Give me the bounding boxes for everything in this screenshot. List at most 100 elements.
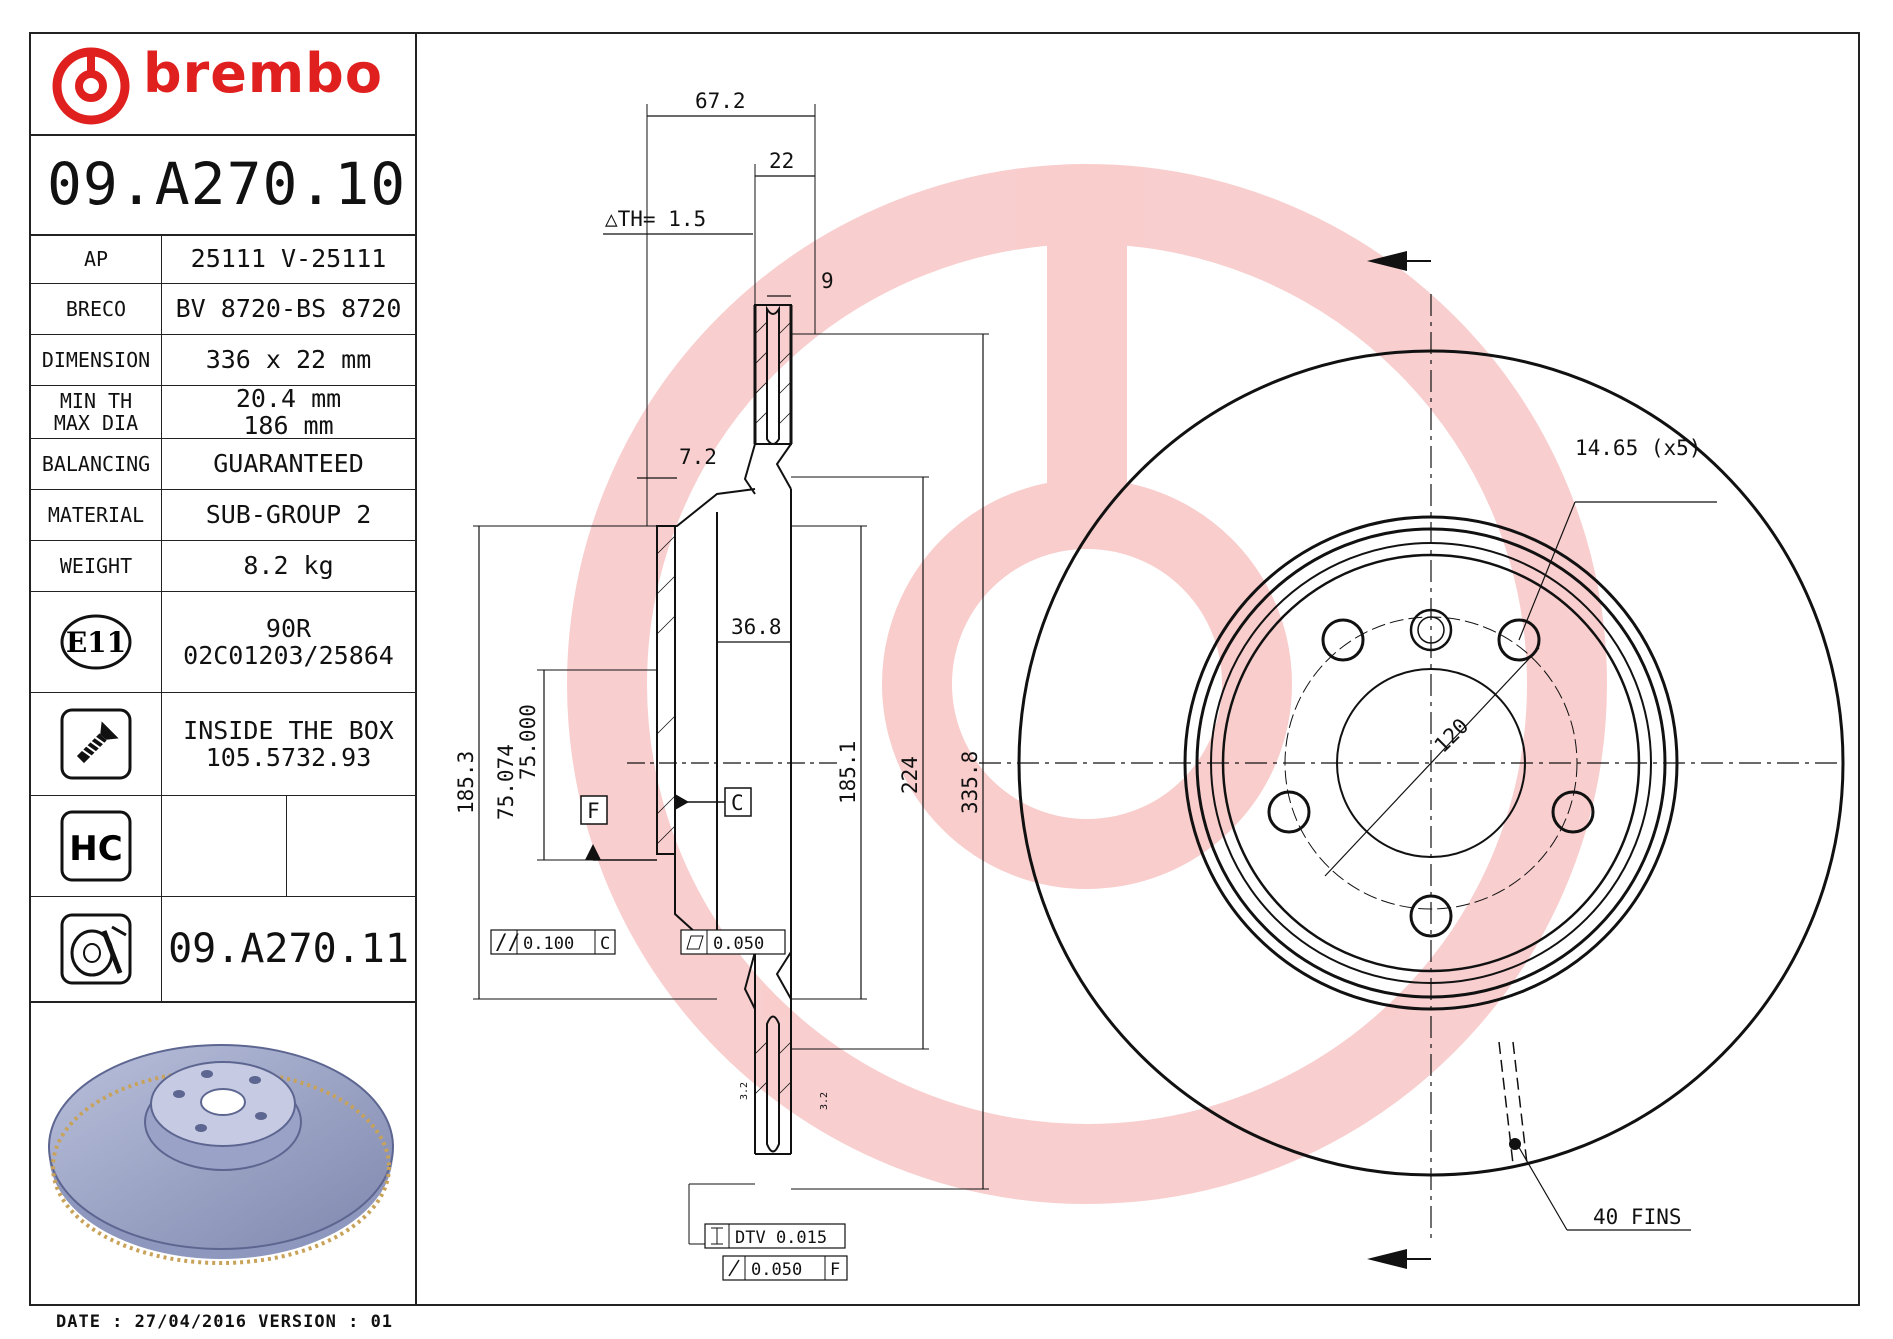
spec-value: BV 8720-BS 8720: [175, 294, 402, 324]
drawing-sheet: brembo 09.A270.10 AP 25111 V-25111 BRECO…: [29, 32, 1860, 1306]
dia-224-label: 224: [898, 756, 922, 794]
parallelism-frame: //: [490, 929, 616, 955]
spec-label: MATERIAL: [31, 490, 162, 540]
revision-footer: DATE : 27/04/2016 VERSION : 01: [56, 1312, 394, 1332]
dia-3358-label: 335.8: [958, 751, 982, 814]
spec-row-dimension: DIMENSION 336 x 22 mm: [31, 335, 415, 386]
datum-f-box: [580, 795, 608, 825]
disc-render-image: [48, 1044, 394, 1265]
bolt-hole-3: [1267, 790, 1311, 834]
datum-c-label: C: [731, 791, 744, 815]
svg-text:E11: E11: [66, 626, 126, 659]
brembo-logo-icon: [52, 47, 130, 125]
dtv-value: DTV 0.015: [735, 1228, 827, 1248]
brand-logo-cell: brembo: [31, 34, 415, 136]
roughness-label-2: 3.2: [819, 1092, 830, 1110]
part-number-cell: 09.A270.10: [31, 134, 415, 236]
spec-label: MIN TH MAX DIA: [31, 386, 162, 438]
alt-part-icon-cell: [31, 897, 162, 1001]
e11-approval-icon: E11: [60, 614, 132, 670]
spec-value-max-dia: 186 mm: [243, 411, 334, 440]
homologation-icon-cell: E11: [31, 592, 162, 692]
screw-line1: INSIDE THE BOX: [183, 715, 394, 745]
title-block: brembo 09.A270.10 AP 25111 V-25111 BRECO…: [31, 34, 417, 1304]
bolt-holes-label: 14.65 (x5): [1575, 436, 1701, 460]
alt-part-number: 09.A270.11: [168, 926, 409, 972]
spec-label: BALANCING: [31, 439, 162, 489]
spec-value: 25111 V-25111: [190, 244, 387, 274]
spec-row-min-max: MIN TH MAX DIA 20.4 mm 186 mm: [31, 383, 415, 440]
screw-value: INSIDE THE BOX 105.5732.93: [162, 693, 415, 795]
hc-icon: HC: [60, 810, 132, 882]
spec-value: 336 x 22 mm: [205, 345, 372, 375]
homologation-value: 90R 02C01203/25864: [162, 592, 415, 692]
dim-hat-thickness: 7.2: [679, 445, 717, 469]
hc-icon-cell: HC: [31, 796, 162, 896]
technical-drawing: 67.2 22 △TH= 1.5 9 7.2 36.8 185.3 75.074…: [454, 89, 1845, 1281]
spec-label-max-dia: MAX DIA: [53, 411, 139, 435]
section-arrow-top-icon: [1367, 251, 1407, 271]
dim-vane: 9: [821, 269, 834, 293]
roughness-label-1: 3.2: [739, 1082, 750, 1100]
dim-total-width: 67.2: [695, 89, 746, 113]
datum-f-marker: [585, 844, 601, 860]
spec-value: GUARANTEED: [213, 449, 364, 479]
dia-1853-label: 185.3: [454, 751, 478, 814]
spec-row-weight: WEIGHT 8.2 kg: [31, 541, 415, 592]
datum-f-label: F: [587, 799, 600, 823]
svg-text:HC: HC: [69, 829, 122, 869]
flatness-frame: [680, 929, 786, 955]
section-hatching: [656, 321, 792, 1095]
spec-label: AP: [31, 235, 162, 283]
disc-ring-inner: [1183, 515, 1679, 1011]
spec-value-min-th: 20.4 mm: [235, 383, 342, 413]
homologation-row: E11 90R 02C01203/25864: [31, 592, 415, 693]
homologation-line2: 02C01203/25864: [183, 641, 394, 670]
hc-divider: [286, 796, 287, 896]
screw-line2: 105.5732.93: [205, 743, 372, 772]
bolt-hole-4: [1551, 790, 1595, 834]
pcd-label: 120: [1430, 714, 1474, 758]
datum-c-box: [724, 787, 752, 817]
screw-icon: [60, 708, 132, 780]
runout-ref: F: [830, 1260, 840, 1280]
section-arrow-bottom-icon: [1367, 1249, 1407, 1269]
screw-icon-cell: [31, 693, 162, 795]
datum-c-marker: [675, 794, 689, 810]
spec-label: BRECO: [31, 284, 162, 334]
runout-frame: [722, 1255, 848, 1281]
disc-outer-edge: [1017, 349, 1845, 1177]
screw-row: INSIDE THE BOX 105.5732.93: [31, 693, 415, 796]
spec-value: 8.2 kg: [243, 551, 334, 581]
front-view: [979, 294, 1845, 1244]
fin-marker: [1509, 1138, 1521, 1150]
bolt-hole-5: [1409, 894, 1453, 938]
spec-row-breco: BRECO BV 8720-BS 8720: [31, 284, 415, 335]
runout-value: 0.050: [751, 1260, 802, 1280]
pilot-hole: [1409, 608, 1453, 652]
tol-flat-value: 0.050: [713, 934, 764, 954]
coated-disc-icon: [60, 913, 132, 985]
alt-part-row: 09.A270.11: [31, 897, 415, 1003]
fins-label: 40 FINS: [1593, 1205, 1682, 1229]
bolt-hole-2: [1321, 618, 1365, 662]
center-bore: [1336, 668, 1526, 858]
spec-row-material: MATERIAL SUB-GROUP 2: [31, 490, 415, 541]
spec-label: WEIGHT: [31, 541, 162, 591]
brembo-watermark-icon: [567, 164, 1607, 1204]
spec-label: DIMENSION: [31, 335, 162, 385]
homologation-line1: 90R: [265, 613, 312, 643]
bolt-hole-1: [1497, 618, 1541, 662]
part-number: 09.A270.10: [47, 150, 407, 218]
tol-parallel-value: 0.100: [523, 934, 574, 954]
hc-row: HC: [31, 796, 415, 897]
spec-row-balancing: BALANCING GUARANTEED: [31, 439, 415, 490]
dia-75074-label: 75.074: [494, 744, 518, 820]
section-view: [473, 104, 989, 1245]
dim-thickness: 22: [769, 149, 794, 173]
spec-row-ap: AP 25111 V-25111: [31, 235, 415, 284]
tol-parallel-ref: C: [600, 934, 610, 954]
dtv-frame: [704, 1223, 846, 1249]
dia-75000-label: 75.000: [516, 704, 540, 780]
thickness-variation-label: △TH= 1.5: [605, 207, 706, 231]
